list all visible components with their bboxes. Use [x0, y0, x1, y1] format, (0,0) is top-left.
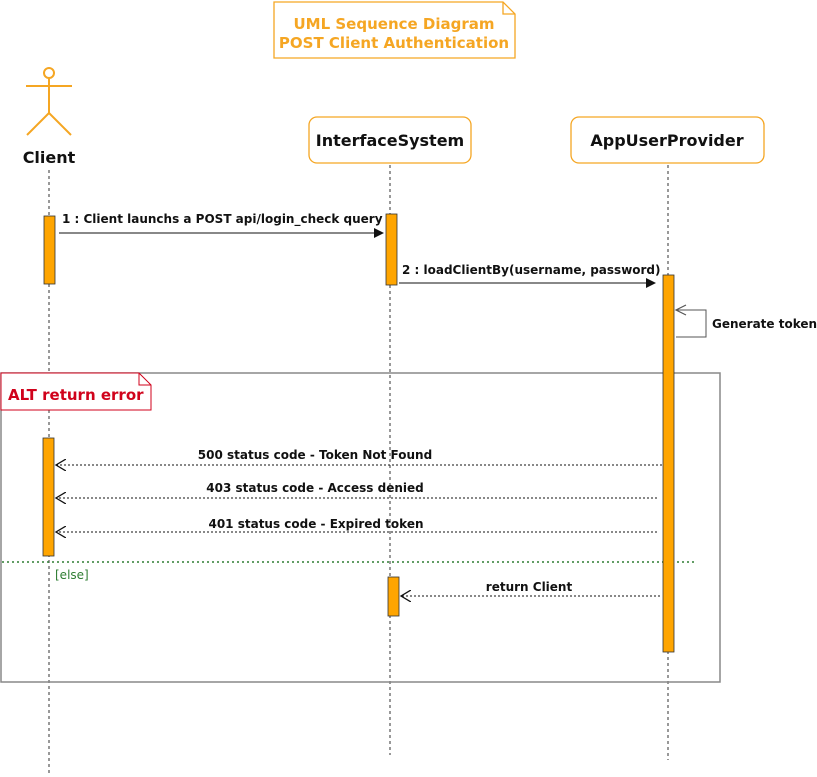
interface-participant-box: InterfaceSystem: [308, 116, 472, 164]
alt-fragment-tag: ALT return error: [0, 372, 152, 411]
message-1-label: 1 : Client launchs a POST api/login_chec…: [62, 212, 383, 227]
client-activation-2: [42, 437, 55, 557]
title-line-2: POST Client Authentication: [279, 34, 509, 52]
alt-fragment-label: ALT return error: [8, 386, 144, 404]
self-message-line: [676, 309, 707, 338]
else-label: [else]: [55, 568, 89, 582]
title-line-1: UML Sequence Diagram: [293, 15, 494, 33]
self-message-arrowhead: [674, 304, 687, 316]
message-403-label: 403 status code - Access denied: [206, 481, 423, 495]
client-actor-icon: [26, 67, 72, 136]
interface-label: InterfaceSystem: [316, 131, 464, 150]
provider-participant-box: AppUserProvider: [570, 116, 765, 164]
provider-activation: [662, 274, 675, 653]
alt-fragment-frame: [0, 372, 721, 683]
diagram-title-note: UML Sequence Diagram POST Client Authent…: [273, 1, 516, 59]
message-500-label: 500 status code - Token Not Found: [198, 448, 432, 462]
self-message-label: Generate token: [712, 317, 817, 331]
message-401-label: 401 status code - Expired token: [208, 517, 423, 531]
provider-label: AppUserProvider: [590, 131, 743, 150]
message-2-label: 2 : loadClientBy(username, password): [402, 263, 661, 277]
client-label: Client: [23, 148, 76, 167]
client-activation-1: [43, 215, 56, 285]
interface-activation-1: [385, 213, 398, 286]
interface-activation-2: [387, 576, 400, 617]
return-client-label: return Client: [486, 580, 573, 594]
